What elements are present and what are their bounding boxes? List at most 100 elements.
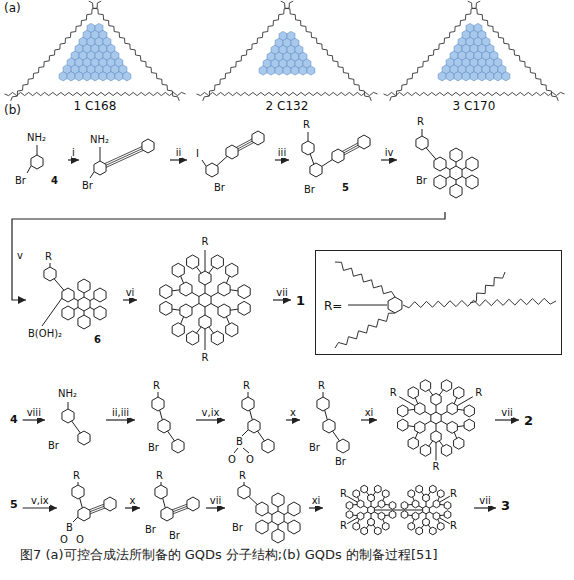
ring (262, 439, 274, 453)
atom-label: R (303, 119, 310, 131)
bond (73, 517, 78, 522)
ring (454, 437, 464, 449)
ring (415, 403, 425, 415)
atom-label: Br (145, 524, 156, 536)
ring (353, 523, 360, 531)
compound-number: 3 (499, 498, 512, 513)
atom-label: R (73, 470, 80, 482)
atom-label: NH₂ (58, 388, 77, 400)
atom-label: B(OH)₂ (28, 328, 62, 340)
atom-label: O (76, 534, 84, 546)
ring (206, 163, 218, 177)
ring (346, 511, 353, 519)
ring (464, 419, 474, 431)
reaction-arrow (474, 507, 496, 508)
atom-label: NH₂ (90, 134, 109, 146)
ring (310, 163, 322, 177)
panel-label: (a) (4, 2, 21, 15)
reaction-arrow (196, 419, 225, 420)
ring (408, 437, 418, 449)
reaction-arrow (106, 419, 135, 420)
substituent-box: R= (315, 250, 562, 355)
ring (423, 494, 430, 502)
bond (90, 172, 94, 178)
ring (78, 297, 90, 311)
structure: RBr (138, 378, 193, 462)
ring (361, 485, 368, 493)
ring (423, 518, 430, 526)
reaction-step: v,ix (30, 495, 50, 506)
reaction-arrow (361, 419, 377, 420)
alkyl-chain (5, 92, 186, 95)
ring (438, 72, 446, 81)
atom-label: Br (48, 440, 59, 452)
molecule (416, 129, 478, 198)
ring (398, 419, 408, 431)
ring (158, 419, 170, 433)
ring (259, 66, 267, 75)
ring (288, 502, 300, 516)
product-label: 3 C170 (451, 99, 498, 113)
alkyl-chain (281, 1, 371, 101)
reaction-step: vii (478, 495, 491, 506)
ring (256, 502, 268, 516)
ring (199, 315, 211, 329)
alkyl-chain (335, 262, 395, 297)
ring (444, 511, 451, 519)
ring (187, 331, 199, 345)
structure: RBrBr (303, 378, 358, 470)
alkyl-chain (11, 1, 101, 101)
ring (353, 490, 360, 498)
reaction-step: x (289, 407, 297, 418)
ring (152, 397, 164, 411)
ring (83, 72, 91, 81)
reaction-step: xi (311, 495, 322, 506)
bond (234, 448, 238, 453)
alkyl-chain (403, 298, 556, 308)
molecule (346, 485, 451, 535)
atom-label: 4 (51, 175, 58, 187)
ring (256, 520, 268, 534)
ring (408, 387, 418, 399)
ring (450, 166, 462, 180)
ring (374, 527, 381, 535)
ring (248, 419, 260, 433)
structure: RBOO (228, 378, 283, 468)
alkyl-chain (384, 92, 565, 95)
reaction-arrow (286, 419, 300, 420)
ring (78, 507, 90, 521)
product-label: 1 C168 (72, 99, 119, 113)
atom-label: 6 (94, 334, 101, 346)
bond (242, 430, 248, 436)
reaction-step: iii (277, 147, 287, 158)
reaction-arrow (309, 507, 323, 508)
ring (199, 271, 211, 285)
ring (464, 405, 474, 417)
atom-label: R (340, 488, 347, 500)
reaction-step: ii (175, 147, 183, 158)
bond (50, 263, 51, 267)
ring (454, 387, 464, 399)
reaction-arrow (123, 299, 137, 300)
ring (358, 135, 370, 149)
ring (416, 527, 423, 535)
bond (436, 443, 437, 461)
bond (371, 510, 426, 511)
bond (202, 160, 206, 166)
atom-label: O (60, 534, 68, 546)
ring (412, 500, 419, 508)
ring (218, 282, 230, 296)
alkyl-chain (335, 313, 395, 348)
ring (434, 175, 446, 189)
ring (99, 72, 107, 81)
ring (429, 527, 436, 535)
ring (211, 255, 223, 269)
alkyl-chain (89, 1, 179, 101)
ring (238, 301, 250, 315)
ring (346, 502, 353, 510)
ring (444, 502, 451, 510)
molecule (317, 392, 349, 453)
atom-label: 5 (342, 182, 349, 194)
reaction-step: x (129, 495, 137, 506)
bond (308, 132, 309, 141)
